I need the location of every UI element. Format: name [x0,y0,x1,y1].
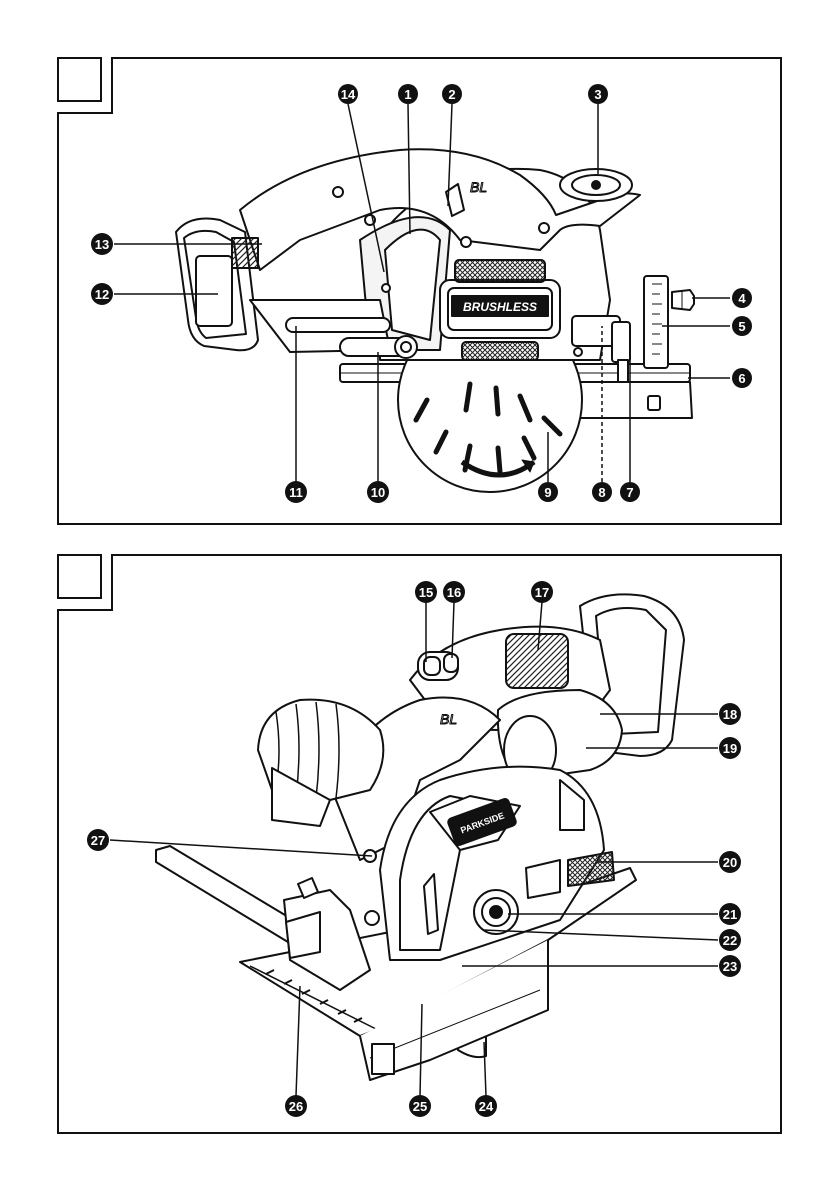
callout-7: 7 [620,482,640,502]
svg-text:7: 7 [626,485,633,500]
svg-text:18: 18 [723,707,737,722]
svg-text:9: 9 [544,485,551,500]
saw-perspective-drawing: BL PARKSIDE [156,594,684,1080]
callout-9: 9 [538,482,558,502]
svg-text:8: 8 [598,485,605,500]
callout-25: 25 [409,1095,431,1117]
callout-3: 3 [588,84,608,104]
callout-24: 24 [475,1095,497,1117]
svg-text:22: 22 [723,933,737,948]
housing-bl-mark: BL [440,711,457,727]
svg-text:26: 26 [289,1099,303,1114]
callout-17: 17 [531,581,553,603]
svg-text:21: 21 [723,907,737,922]
callout-1: 1 [398,84,418,104]
callout-8: 8 [592,482,612,502]
callout-27: 27 [87,829,109,851]
saw-side-view-drawing: BRUSHLESS BL [176,149,694,492]
callout-11: 11 [285,481,307,503]
svg-text:14: 14 [341,87,356,102]
svg-text:20: 20 [723,855,737,870]
callout-21: 21 [719,903,741,925]
callout-23: 23 [719,955,741,977]
callout-16: 16 [443,581,465,603]
figure-1-number-box [58,58,101,101]
svg-text:4: 4 [738,291,746,306]
callout-2: 2 [442,84,462,104]
callout-20: 20 [719,851,741,873]
svg-text:2: 2 [448,87,455,102]
callout-10: 10 [367,481,389,503]
figure-2-number-box [58,555,101,598]
callout-22: 22 [719,929,741,951]
svg-text:6: 6 [738,371,745,386]
svg-text:3: 3 [594,87,601,102]
svg-text:16: 16 [447,585,461,600]
callout-18: 18 [719,703,741,725]
svg-text:10: 10 [371,485,385,500]
callout-12: 12 [91,283,113,305]
svg-text:24: 24 [479,1099,494,1114]
callout-15: 15 [415,581,437,603]
svg-text:13: 13 [95,237,109,252]
svg-text:27: 27 [91,833,105,848]
svg-text:15: 15 [419,585,433,600]
svg-text:1: 1 [404,87,411,102]
motor-badge-text: BRUSHLESS [463,300,537,314]
svg-text:23: 23 [723,959,737,974]
svg-text:12: 12 [95,287,109,302]
callout-13: 13 [91,233,113,255]
svg-text:17: 17 [535,585,549,600]
callout-14: 14 [338,84,358,104]
callout-5: 5 [732,316,752,336]
callout-4: 4 [732,288,752,308]
svg-text:19: 19 [723,741,737,756]
callout-19: 19 [719,737,741,759]
svg-text:5: 5 [738,319,745,334]
svg-text:11: 11 [289,485,303,500]
svg-text:25: 25 [413,1099,427,1114]
callout-26: 26 [285,1095,307,1117]
housing-bl-mark: BL [470,179,487,195]
callout-6: 6 [732,368,752,388]
